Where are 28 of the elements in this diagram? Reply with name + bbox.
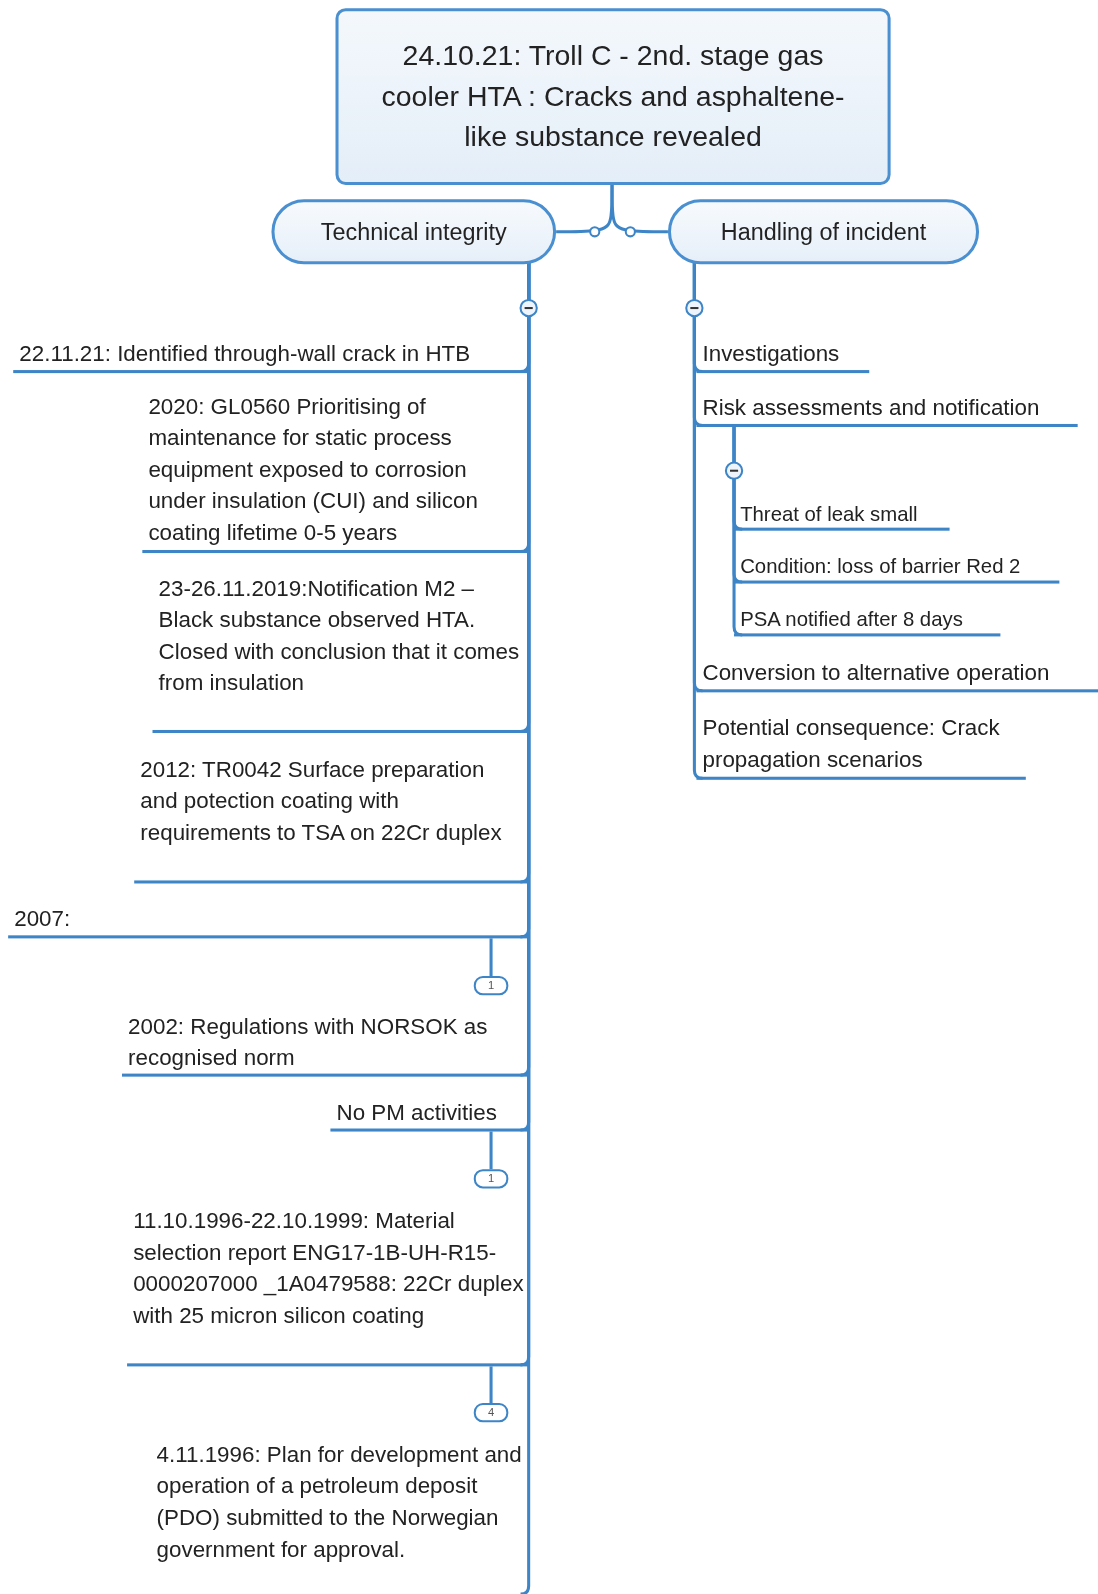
topic-text: 2012: TR0042 Surface preparation and potection coating with requirements to TSA on 22Cr duplex — [140, 755, 503, 847]
branch-line — [610, 185, 668, 234]
topic-text: 2020: GL0560 Prioritising of maintenance for static process equipment exposed to corrosion under insulation (CUI) and silicon coating lifetime 0-5 years — [148, 392, 479, 547]
topic-text: Handling of incident — [720, 218, 927, 246]
topic-text: Conversion to alternative operation — [702, 658, 1050, 688]
branch-line — [489, 938, 493, 976]
branch-line — [489, 1366, 493, 1403]
collapsed-count-badge: 1 — [473, 976, 509, 996]
topic-text: No PM activities — [336, 1099, 497, 1128]
topic-text: 4.11.1996: Plan for development and operation of a petroleum deposit (PDO) submitted to the Norwegian government for approval. — [156, 1440, 523, 1564]
topic-text: 23-26.11.2019:Notification M2 – Black substance observed HTA. Closed with conclusion that it comes from insulation — [158, 574, 521, 698]
topic-text: 24.10.21: Troll C - 2nd. stage gas cooler HTA : Cracks and asphaltene-like substance revealed — [380, 38, 846, 155]
topic-text: 22.11.21: Identified through-wall crack in HTB — [19, 339, 471, 368]
topic-text: Potential consequence: Crack propagation scenarios — [702, 713, 1001, 774]
topic-text: PSA notified after 8 days — [740, 606, 963, 633]
branch-line — [489, 1131, 493, 1170]
topic-text: Condition: loss of barrier Red 2 — [740, 554, 1021, 580]
topic-text: 11.10.1996-22.10.1999: Material selection report ENG17-1B-UH-R15-0000207000 _1A0479588: 22Cr duplex with 25 micron silicon coating — [133, 1206, 525, 1330]
collapsed-count-badge: 4 — [473, 1403, 509, 1423]
topic-text: Risk assessments and notification — [702, 393, 1040, 422]
topic-text: 2007: — [14, 904, 71, 934]
branch-line — [519, 261, 531, 1594]
topic-text: 2002: Regulations with NORSOK as recognised norm — [128, 1012, 489, 1073]
collapsed-count-badge: 1 — [473, 1169, 509, 1189]
central-topic-box — [335, 8, 891, 186]
topic-text: Technical integrity — [320, 218, 507, 246]
topic-text: Investigations — [702, 339, 840, 368]
topic-text: Threat of leak small — [740, 501, 918, 527]
